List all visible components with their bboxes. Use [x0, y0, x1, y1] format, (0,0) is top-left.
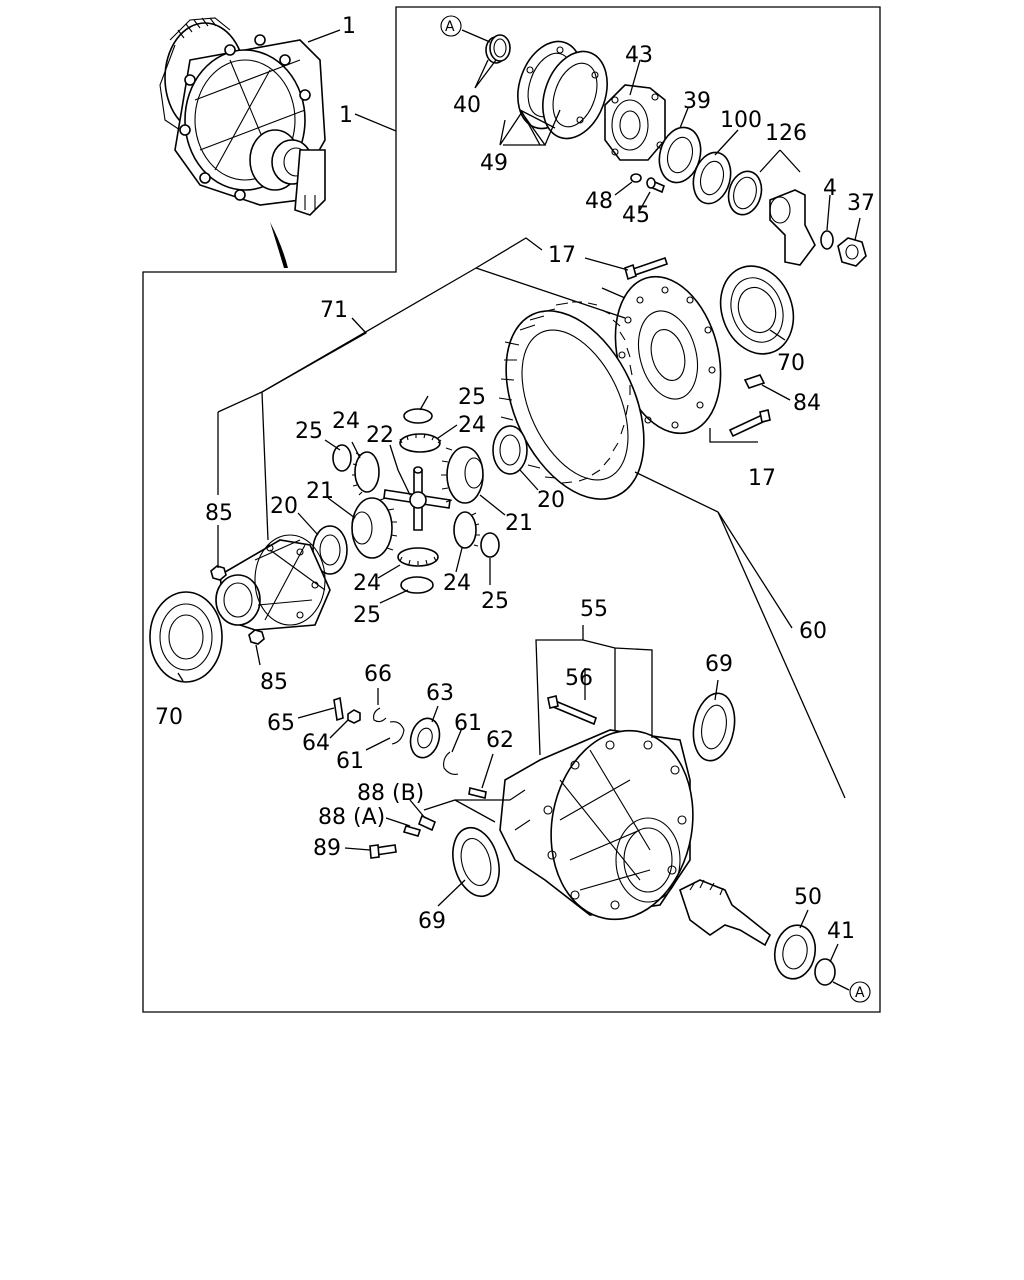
- label-17b: 17: [748, 466, 776, 491]
- small-parts-group: [333, 696, 487, 859]
- carrier-housing-group: [452, 692, 871, 1003]
- label-25a: 25: [458, 385, 486, 410]
- spider-gear-group: [312, 408, 528, 594]
- label-88b: 88 (B): [357, 781, 424, 806]
- pinion-bearing-group: [440, 15, 867, 267]
- label-48: 48: [585, 189, 613, 214]
- label-20a: 20: [270, 494, 298, 519]
- label-69a: 69: [705, 652, 733, 677]
- label-41: 41: [827, 919, 855, 944]
- label-17a: 17: [548, 243, 576, 268]
- label-70a: 70: [777, 351, 805, 376]
- label-62: 62: [486, 728, 514, 753]
- label-39: 39: [683, 89, 711, 114]
- left-case-group: [149, 534, 331, 683]
- label-61a: 61: [454, 711, 482, 736]
- label-61b: 61: [336, 749, 364, 774]
- label-64: 64: [302, 731, 330, 756]
- label-40: 40: [453, 93, 481, 118]
- label-43: 43: [625, 43, 653, 68]
- label-24a: 24: [332, 409, 360, 434]
- label-63: 63: [426, 681, 454, 706]
- label-49: 49: [480, 151, 508, 176]
- ref-mark-top: A: [445, 19, 455, 35]
- label-65: 65: [267, 711, 295, 736]
- label-126: 126: [765, 121, 807, 146]
- label-22: 22: [366, 423, 394, 448]
- label-100: 100: [720, 108, 762, 133]
- label-55: 55: [580, 597, 608, 622]
- label-20b: 20: [537, 488, 565, 513]
- label-37: 37: [847, 191, 875, 216]
- label-1b: 1: [339, 103, 353, 128]
- label-25c: 25: [353, 603, 381, 628]
- label-25b: 25: [295, 419, 323, 444]
- label-71: 71: [320, 298, 348, 323]
- label-70b: 70: [155, 705, 183, 730]
- label-21a: 21: [306, 479, 334, 504]
- label-45: 45: [622, 203, 650, 228]
- label-25d: 25: [481, 589, 509, 614]
- label-56: 56: [565, 666, 593, 691]
- label-66: 66: [364, 662, 392, 687]
- label-85a: 85: [205, 501, 233, 526]
- label-69b: 69: [418, 909, 446, 934]
- label-89: 89: [313, 836, 341, 861]
- label-85b: 85: [260, 670, 288, 695]
- label-24d: 24: [443, 571, 471, 596]
- leader-lines: [177, 29, 861, 991]
- main-frame: [142, 6, 881, 1013]
- differential-carrier-assembly: [159, 17, 326, 268]
- label-60: 60: [799, 619, 827, 644]
- label-1a: 1: [342, 14, 356, 39]
- ref-mark-bottom: A: [855, 985, 865, 1001]
- label-21b: 21: [505, 511, 533, 536]
- label-4: 4: [823, 176, 837, 201]
- label-24c: 24: [353, 571, 381, 596]
- part-labels: 1 1 A 40 49 43 39 100 126 4 37 48 45 17 …: [155, 14, 875, 1001]
- label-88a: 88 (A): [318, 805, 385, 830]
- label-84: 84: [793, 391, 821, 416]
- label-24b: 24: [458, 413, 486, 438]
- label-50: 50: [794, 885, 822, 910]
